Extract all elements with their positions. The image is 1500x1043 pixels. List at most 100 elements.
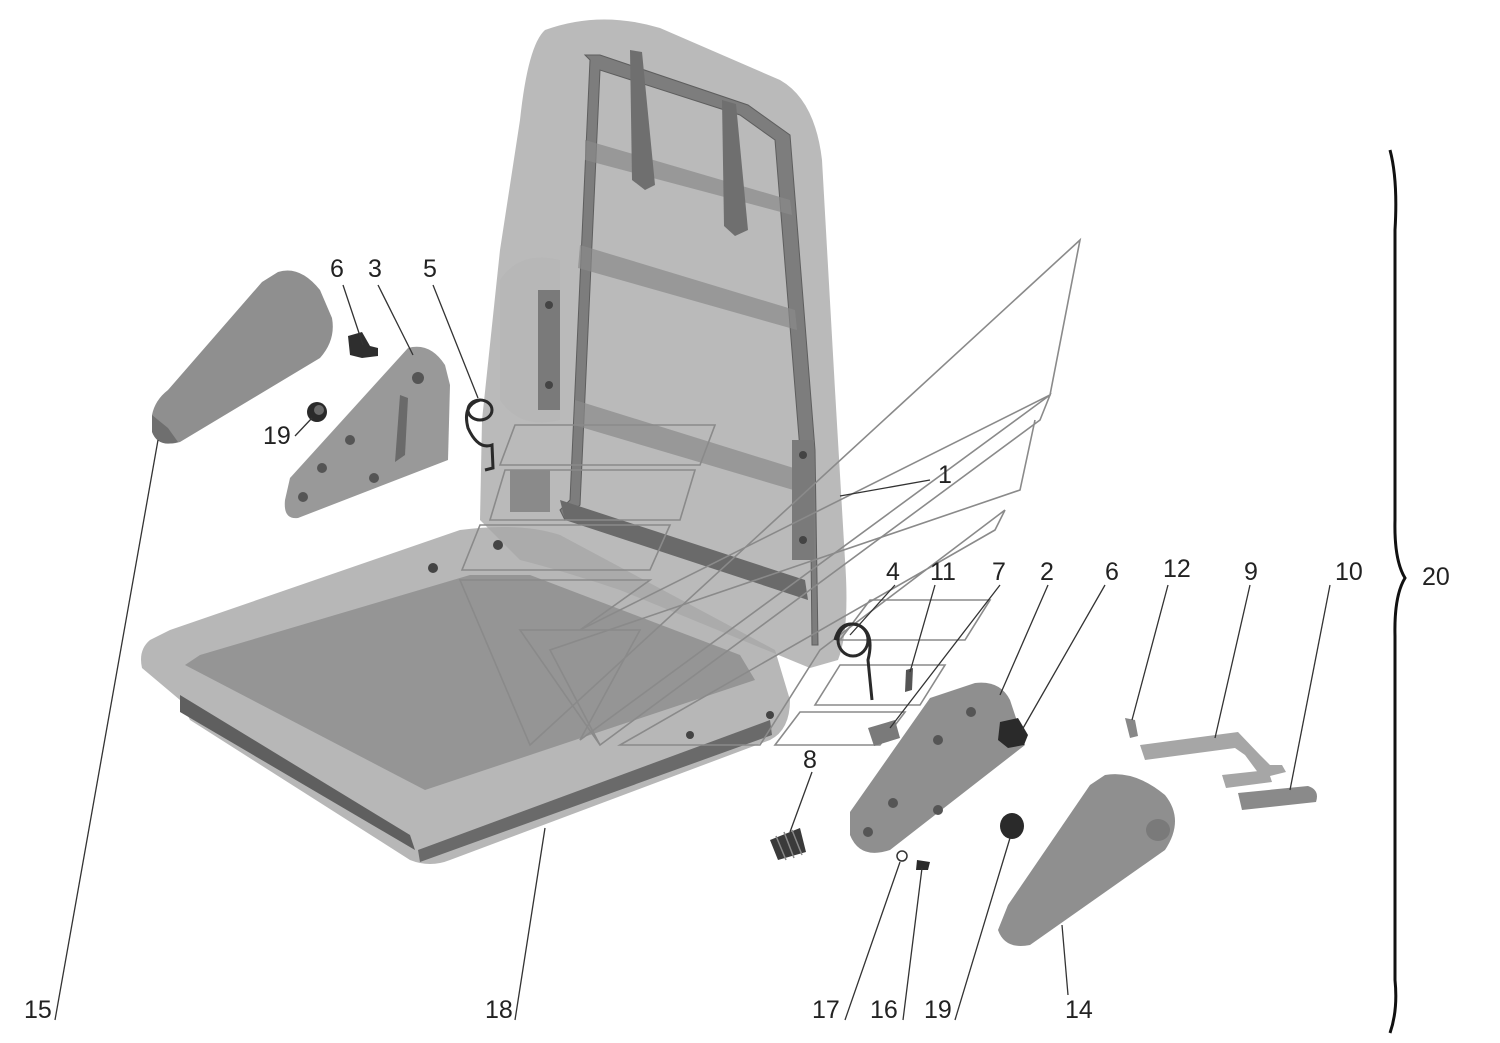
leader-16 xyxy=(902,867,923,1021)
leader-9 xyxy=(1214,584,1251,739)
right-mechanism xyxy=(770,622,1317,946)
seat-cushion-frame-rail xyxy=(418,720,772,862)
hinge-plate-hole xyxy=(345,435,355,445)
left-side-cover xyxy=(152,270,333,444)
leader-3 xyxy=(377,284,414,356)
pin-11 xyxy=(905,668,913,692)
assembly-brace xyxy=(1388,149,1407,1034)
back-bracket-right xyxy=(792,440,814,560)
ghost-outline xyxy=(498,424,717,466)
side-cover-left-edge xyxy=(152,415,178,444)
leader-11 xyxy=(909,584,936,673)
callout-8: 8 xyxy=(803,746,817,774)
leader-8 xyxy=(789,771,813,833)
callout-9: 9 xyxy=(1244,558,1258,586)
cap-19-left-inner xyxy=(314,405,324,415)
leader-4 xyxy=(849,584,896,636)
leader-lines xyxy=(54,284,1331,1021)
callout-14: 14 xyxy=(1065,996,1093,1024)
hinge-plate-hole xyxy=(966,707,976,717)
spring-4-coil xyxy=(836,622,870,658)
callout-15: 15 xyxy=(24,996,52,1024)
seat-back-frame-tube xyxy=(559,54,819,646)
headrest-guide-left xyxy=(630,50,655,190)
cushion-bolt xyxy=(686,731,694,739)
hinge-plate-hole xyxy=(317,463,327,473)
leader-10 xyxy=(1289,584,1331,791)
bolt-6-right xyxy=(998,718,1028,748)
callout-18: 18 xyxy=(485,996,513,1024)
hinge-plate-hole xyxy=(933,735,943,745)
side-cover-right-14 xyxy=(998,774,1175,946)
hinge-plate-hole xyxy=(863,827,873,837)
callout-12: 12 xyxy=(1163,555,1191,583)
callout-3: 3 xyxy=(368,255,382,283)
ghost-outline xyxy=(518,392,1052,747)
bushing-7 xyxy=(868,720,900,746)
ghost-outline xyxy=(488,469,697,521)
hinge-plate-hole xyxy=(933,805,943,815)
ghost-outlines xyxy=(458,237,1082,747)
leader-1 xyxy=(839,479,931,497)
leader-12 xyxy=(1131,584,1169,721)
callout-4: 4 xyxy=(886,558,900,586)
callout-11: 11 xyxy=(930,558,956,586)
back-bolt xyxy=(799,536,807,544)
leader-5 xyxy=(432,284,479,399)
cover-boss xyxy=(1146,819,1170,841)
side-cover-left-15 xyxy=(152,270,333,444)
ghost-outline xyxy=(813,664,947,706)
seat-cushion-frame-rail xyxy=(180,695,415,850)
seat-back-crossbar xyxy=(578,245,797,330)
leader-14 xyxy=(1061,924,1069,996)
hinge-plate-right-2 xyxy=(850,682,1025,853)
ghost-outline xyxy=(773,711,907,746)
cushion-bolt xyxy=(493,540,503,550)
callout-19-right: 19 xyxy=(924,996,952,1024)
leader-2 xyxy=(999,584,1049,696)
washer-17 xyxy=(896,850,908,862)
lever-9 xyxy=(1140,732,1286,778)
hinge-plate-left-3 xyxy=(284,346,450,519)
ghost-outline xyxy=(460,524,672,571)
callout-1: 1 xyxy=(938,461,952,489)
back-bolt xyxy=(545,301,553,309)
screw-16 xyxy=(916,860,930,870)
back-bracket-upper xyxy=(538,290,560,410)
seat-back-crossbar xyxy=(574,400,800,492)
callout-10: 10 xyxy=(1335,558,1363,586)
headrest-guide-right xyxy=(722,100,748,236)
callout-16: 16 xyxy=(870,996,898,1024)
cap-19-right xyxy=(1000,813,1024,839)
handle-10 xyxy=(1238,786,1317,810)
callout-7: 7 xyxy=(992,558,1006,586)
leader-15 xyxy=(54,439,159,1021)
leader-19-left xyxy=(294,417,313,437)
back-bracket-lower-left xyxy=(510,470,550,512)
cushion-bolt xyxy=(766,711,774,719)
cushion-bolt xyxy=(428,563,438,573)
ghost-outline xyxy=(838,599,992,641)
leader-17 xyxy=(844,861,901,1021)
callout-6-right: 6 xyxy=(1105,558,1119,586)
callout-19: 19 xyxy=(263,422,291,450)
callout-2: 2 xyxy=(1040,558,1054,586)
leader-18 xyxy=(514,827,546,1021)
callout-6: 6 xyxy=(330,255,344,283)
callout-17: 17 xyxy=(812,996,840,1024)
hinge-plate-hole xyxy=(369,473,379,483)
left-hinge-plate xyxy=(284,346,450,519)
hinge-plate-hole xyxy=(888,798,898,808)
callout-20: 20 xyxy=(1422,563,1450,591)
hinge-plate-slot xyxy=(395,395,408,462)
ghost-outline xyxy=(548,419,1036,746)
hinge-plate-hole xyxy=(412,372,424,384)
spring-5-coil xyxy=(466,398,494,422)
lever-9-arm xyxy=(1222,770,1272,788)
callout-labels: 15 6 3 5 19 1 4 11 7 2 6 12 9 10 20 8 18… xyxy=(24,255,1450,1024)
back-bolt xyxy=(545,381,553,389)
spring-8-lines xyxy=(775,829,803,861)
leader-6-left xyxy=(342,284,364,346)
back-bolt xyxy=(799,451,807,459)
